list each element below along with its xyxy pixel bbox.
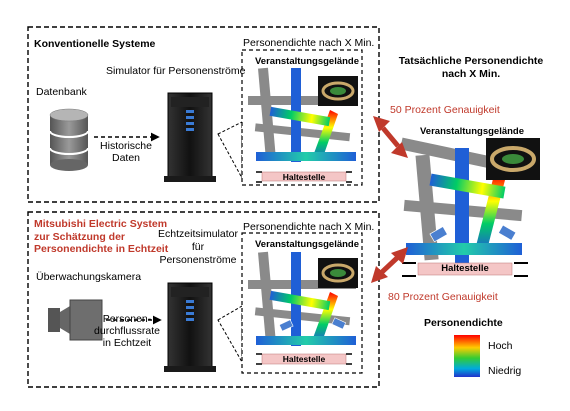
camera-icon: [48, 299, 103, 341]
camera-marker-icon: [278, 317, 347, 332]
arrow-icon: [371, 247, 408, 283]
stadium-icon: [318, 76, 358, 106]
database-label: Datenbank: [36, 86, 87, 98]
bubble-pointer-bottom: [217, 305, 243, 364]
density-map-bottom: [248, 251, 356, 365]
camera-marker-icon: [429, 224, 517, 243]
venue-label-bottom: Veranstaltungsgelände: [255, 239, 360, 250]
actual-title: Tatsächliche Personendichte nach X Min.: [398, 55, 544, 80]
accuracy-50-label: 50 Prozent Genauigkeit: [390, 104, 500, 116]
bubble-pointer-top: [217, 121, 243, 179]
simulator-label: Simulator für Personenströme: [106, 65, 246, 77]
stadium-icon: [486, 138, 540, 180]
venue-label-actual: Veranstaltungsgelände: [420, 126, 525, 137]
map-title-bottom: Personendichte nach X Min.: [243, 221, 375, 233]
server-icon: [164, 282, 216, 372]
legend-low: Niedrig: [488, 365, 522, 377]
mitsubishi-title: Mitsubishi Electric System zur Schätzung…: [34, 218, 169, 255]
conventional-title: Konventionelle Systeme: [34, 38, 156, 50]
conventional-panel: [27, 26, 380, 203]
stop-label-top: Haltestelle: [282, 172, 326, 182]
map-title-top: Personendichte nach X Min.: [243, 37, 375, 49]
database-icon: [49, 108, 89, 171]
camera-label: Überwachungskamera: [36, 271, 142, 283]
legend-colorbar: [454, 335, 480, 377]
historical-data-label: Historische Daten: [100, 140, 152, 164]
flow-rate-label: Personen- durchflussrate in Echtzeit: [94, 313, 160, 349]
stop-label-actual: Haltestelle: [441, 263, 489, 274]
stop-label-bottom: Haltestelle: [282, 354, 326, 364]
stadium-icon: [318, 258, 358, 288]
accuracy-80-label: 80 Prozent Genauigkeit: [388, 291, 498, 303]
server-icon: [164, 92, 216, 182]
legend-high: Hoch: [488, 340, 513, 352]
venue-label-top: Veranstaltungsgelände: [255, 56, 360, 67]
density-map-top: [248, 67, 356, 183]
arrow-icon: [373, 116, 408, 158]
mitsubishi-panel: [27, 211, 380, 388]
realtime-simulator-label: Echtzeitsimulator für Personenströme: [158, 228, 238, 266]
legend-title: Personendichte: [424, 317, 503, 329]
